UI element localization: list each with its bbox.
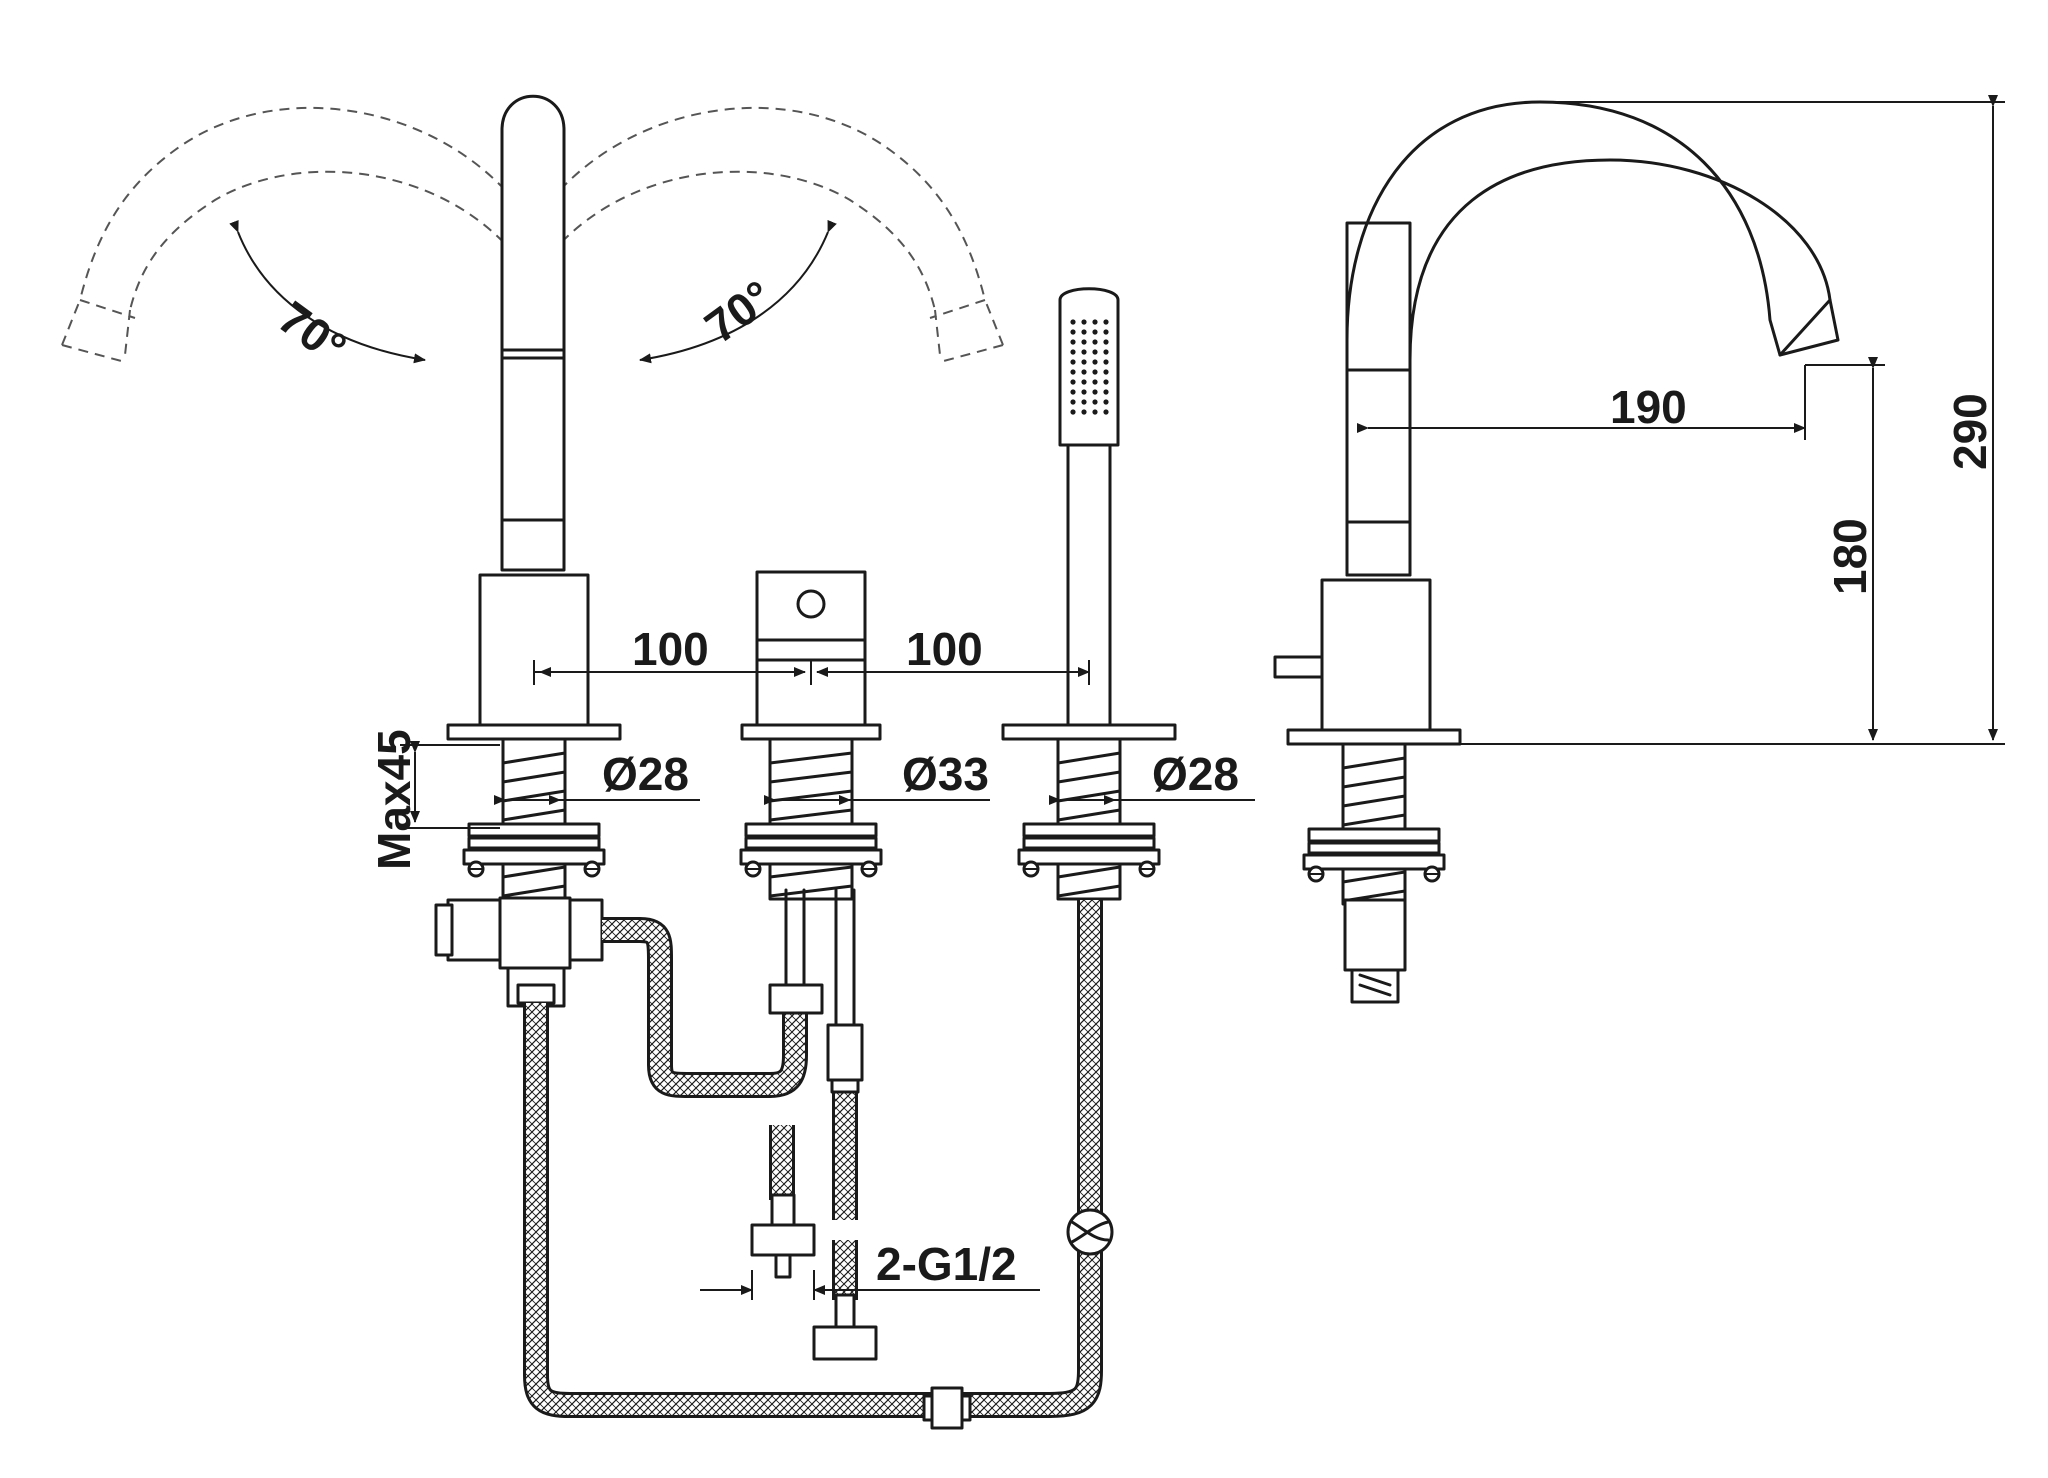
side-view-shank [1302, 742, 1446, 906]
dim-spacing-right: 100 [906, 623, 983, 675]
braided-hose-mixer-link [602, 917, 808, 1098]
dim-max-deck: Max45 [368, 729, 420, 870]
dim-spout-height: 180 [1824, 518, 1876, 595]
dim-total-height: 290 [1944, 393, 1996, 470]
shank-left [462, 737, 606, 901]
mixer-body [740, 570, 882, 741]
braided-hose-outer-loop [523, 900, 1103, 1418]
hose-fittings [750, 888, 1114, 1430]
side-view-spout [1273, 100, 1840, 746]
shank-right [1017, 737, 1161, 901]
spout-swivel-right-ghost [549, 106, 1004, 363]
dim-diameter-right: Ø28 [1152, 748, 1239, 800]
dim-connection: 2-G1/2 [876, 1238, 1017, 1290]
dim-diameter-left: Ø28 [602, 748, 689, 800]
side-view-tail [1343, 898, 1407, 1004]
swivel-angle-right: 70° [695, 270, 782, 353]
shank-center [739, 737, 883, 901]
dim-max-deck-lines [400, 741, 500, 829]
dim-spout-reach: 190 [1610, 381, 1687, 433]
spout-swivel-left-ghost [61, 106, 516, 363]
dim-spacing-left: 100 [632, 623, 709, 675]
swivel-arc-left [229, 219, 426, 364]
dim-spacing-lines [533, 660, 1090, 685]
swivel-arc-right [639, 219, 837, 364]
swivel-angle-left: 70° [269, 291, 356, 374]
diverter-block [434, 896, 604, 1008]
dim-side-lines [1357, 95, 2005, 745]
shower-head-holes [1070, 319, 1109, 415]
spout-column [446, 94, 622, 741]
dim-connection-lines [700, 1270, 1040, 1300]
dim-diameter-center: Ø33 [902, 748, 989, 800]
